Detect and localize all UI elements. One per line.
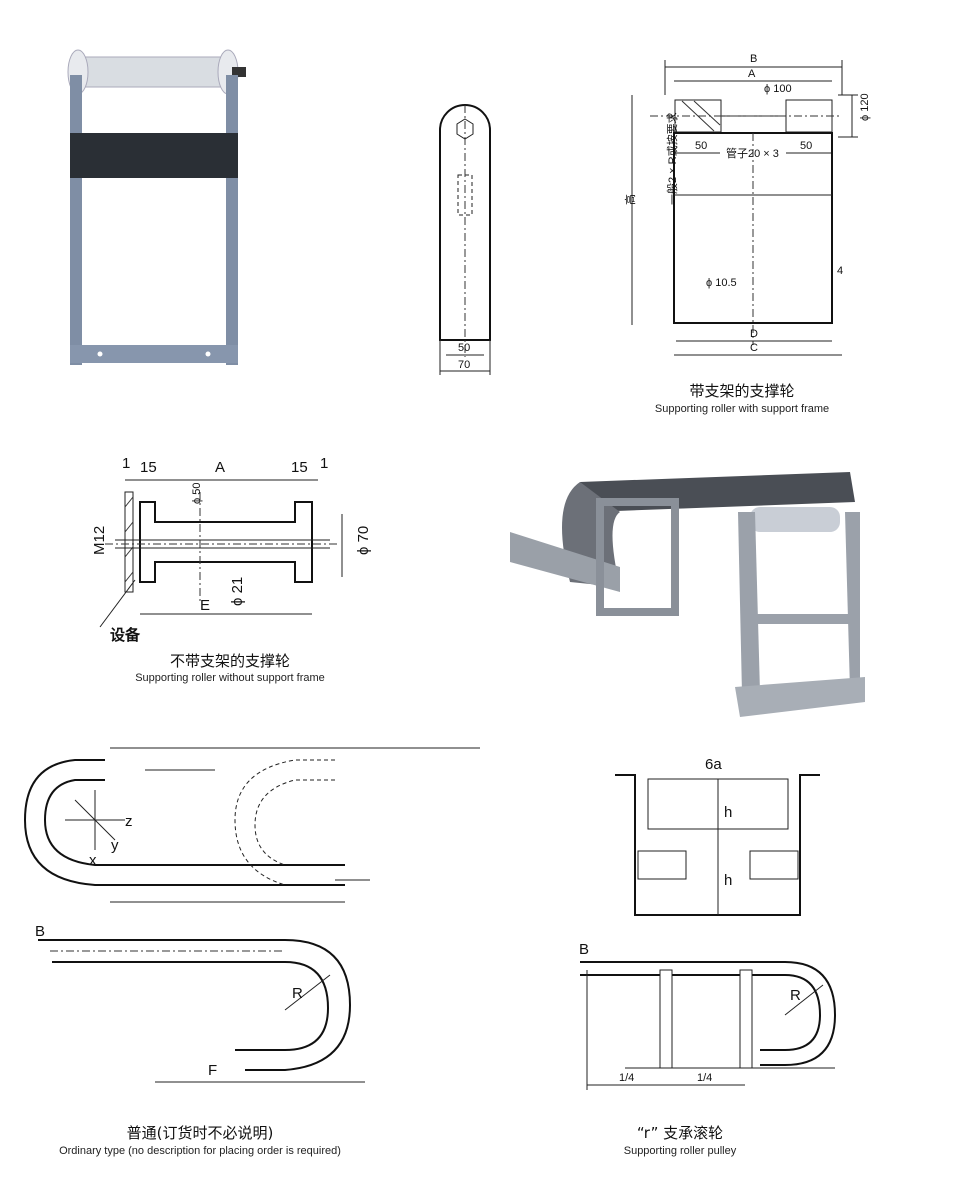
frame-roller-caption-cn: 带支架的支撑轮	[689, 382, 795, 400]
height-note: 一般2 × R或按要求	[665, 112, 679, 205]
pulley-R-label: R	[790, 987, 801, 1004]
height-label: 高	[623, 194, 637, 205]
dim-h-bottom: h	[724, 872, 732, 889]
ordinary-B-label: B	[35, 923, 45, 940]
pulley-frame-drawing: 6a h h	[610, 755, 820, 925]
ordinary-caption-en: Ordinary type (no description for placin…	[59, 1145, 341, 1157]
pulley-frame-svg: 6a h h	[615, 756, 820, 916]
dim-4: 4	[837, 265, 843, 277]
chain-system-photo	[510, 462, 890, 732]
dim-phi100: ϕ 100	[764, 83, 792, 95]
pulley-bend-svg: B R 1/4 1/4	[579, 941, 837, 1090]
side-w70-label: 70	[458, 359, 470, 371]
dim-6a: 6a	[705, 756, 722, 773]
axis-y-label: y	[111, 837, 119, 854]
dim-15-right: 15	[291, 459, 308, 476]
dim-phi50: ϕ 50	[191, 483, 203, 504]
dim-phi21: ϕ 21	[229, 577, 246, 606]
axis-z-label: z	[125, 813, 133, 830]
no-frame-caption-en: Supporting roller without support frame	[135, 672, 325, 684]
chain-motion-svg: x y z	[23, 747, 480, 903]
side-w50-label: 50	[458, 342, 470, 354]
ordinary-F-label: F	[208, 1062, 217, 1079]
dim-1-right: 1	[320, 455, 328, 472]
dim-phi70: ϕ 70	[355, 526, 372, 555]
ordinary-bend-svg: B R F	[35, 923, 365, 1083]
pulley-quarter-2: 1/4	[697, 1072, 712, 1084]
roller-frame-photo	[60, 45, 260, 375]
dim-phi120: ϕ 120	[859, 93, 871, 121]
ordinary-caption-cn: 普通(订货时不必说明)	[126, 1124, 274, 1142]
dim-M12: M12	[91, 526, 108, 555]
chain-system-photo-drawing	[510, 472, 865, 717]
axis-x-label: x	[89, 852, 97, 869]
dim-A: A	[215, 459, 225, 476]
dim-D: D	[750, 328, 758, 340]
dim-15-left: 15	[140, 459, 157, 476]
chain-motion-drawing: x y z	[15, 740, 485, 915]
ordinary-R-label: R	[292, 985, 303, 1002]
frame-roller-drawing: B A ϕ 100 ϕ 120 50 50 管子20 × 3 高 一般2 × R…	[610, 45, 930, 375]
dim-E: E	[200, 597, 210, 614]
dim-phi10_5: ϕ 10.5	[706, 277, 737, 289]
dim-1-left: 1	[122, 455, 130, 472]
pulley-bend-drawing: B R 1/4 1/4	[575, 940, 855, 1100]
pulley-caption-en: Supporting roller pulley	[623, 1145, 737, 1157]
no-frame-roller-svg: 1 15 A 15 1 ϕ 50 M12 ϕ 70 ϕ 21 E 设备	[91, 455, 372, 644]
roller-frame-photo-drawing	[67, 49, 246, 365]
tube-label: 管子20 × 3	[726, 146, 779, 160]
ordinary-bend-drawing: B R F	[30, 920, 370, 1100]
dim-50-left: 50	[695, 140, 707, 152]
pulley-B-label: B	[579, 941, 589, 958]
no-frame-caption-cn: 不带支架的支撑轮	[169, 652, 290, 670]
dim-50-right: 50	[800, 140, 812, 152]
dim-B-top: B	[750, 53, 757, 65]
no-frame-roller-drawing: 1 15 A 15 1 ϕ 50 M12 ϕ 70 ϕ 21 E 设备	[80, 452, 380, 652]
roller-side-view-drawing: 50 70	[439, 104, 491, 375]
frame-roller-svg: B A ϕ 100 ϕ 120 50 50 管子20 × 3 高 一般2 × R…	[623, 53, 871, 356]
pulley-quarter-1: 1/4	[619, 1072, 634, 1084]
equipment-label: 设备	[110, 626, 141, 644]
frame-roller-caption-en: Supporting roller with support frame	[654, 403, 830, 415]
dim-h-top: h	[724, 804, 732, 821]
dim-A-top: A	[748, 68, 756, 80]
pulley-caption-cn: “r” 支承滚轮	[636, 1124, 724, 1142]
dim-C: C	[750, 342, 758, 354]
roller-side-view: 50 70	[430, 95, 510, 385]
